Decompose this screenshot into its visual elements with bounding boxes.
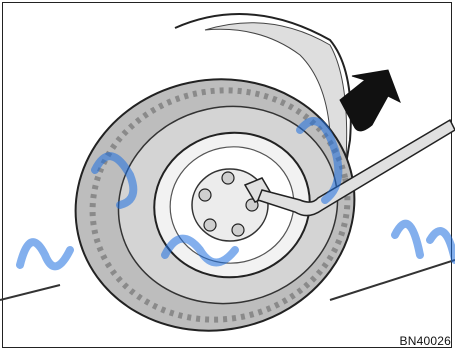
figure-code-label: BN40026 [400, 334, 451, 348]
lug-nut [232, 224, 244, 236]
lug-nut [222, 172, 234, 184]
lug-nut [199, 189, 211, 201]
lug-nut [204, 219, 216, 231]
rotation-arrow [340, 70, 400, 131]
